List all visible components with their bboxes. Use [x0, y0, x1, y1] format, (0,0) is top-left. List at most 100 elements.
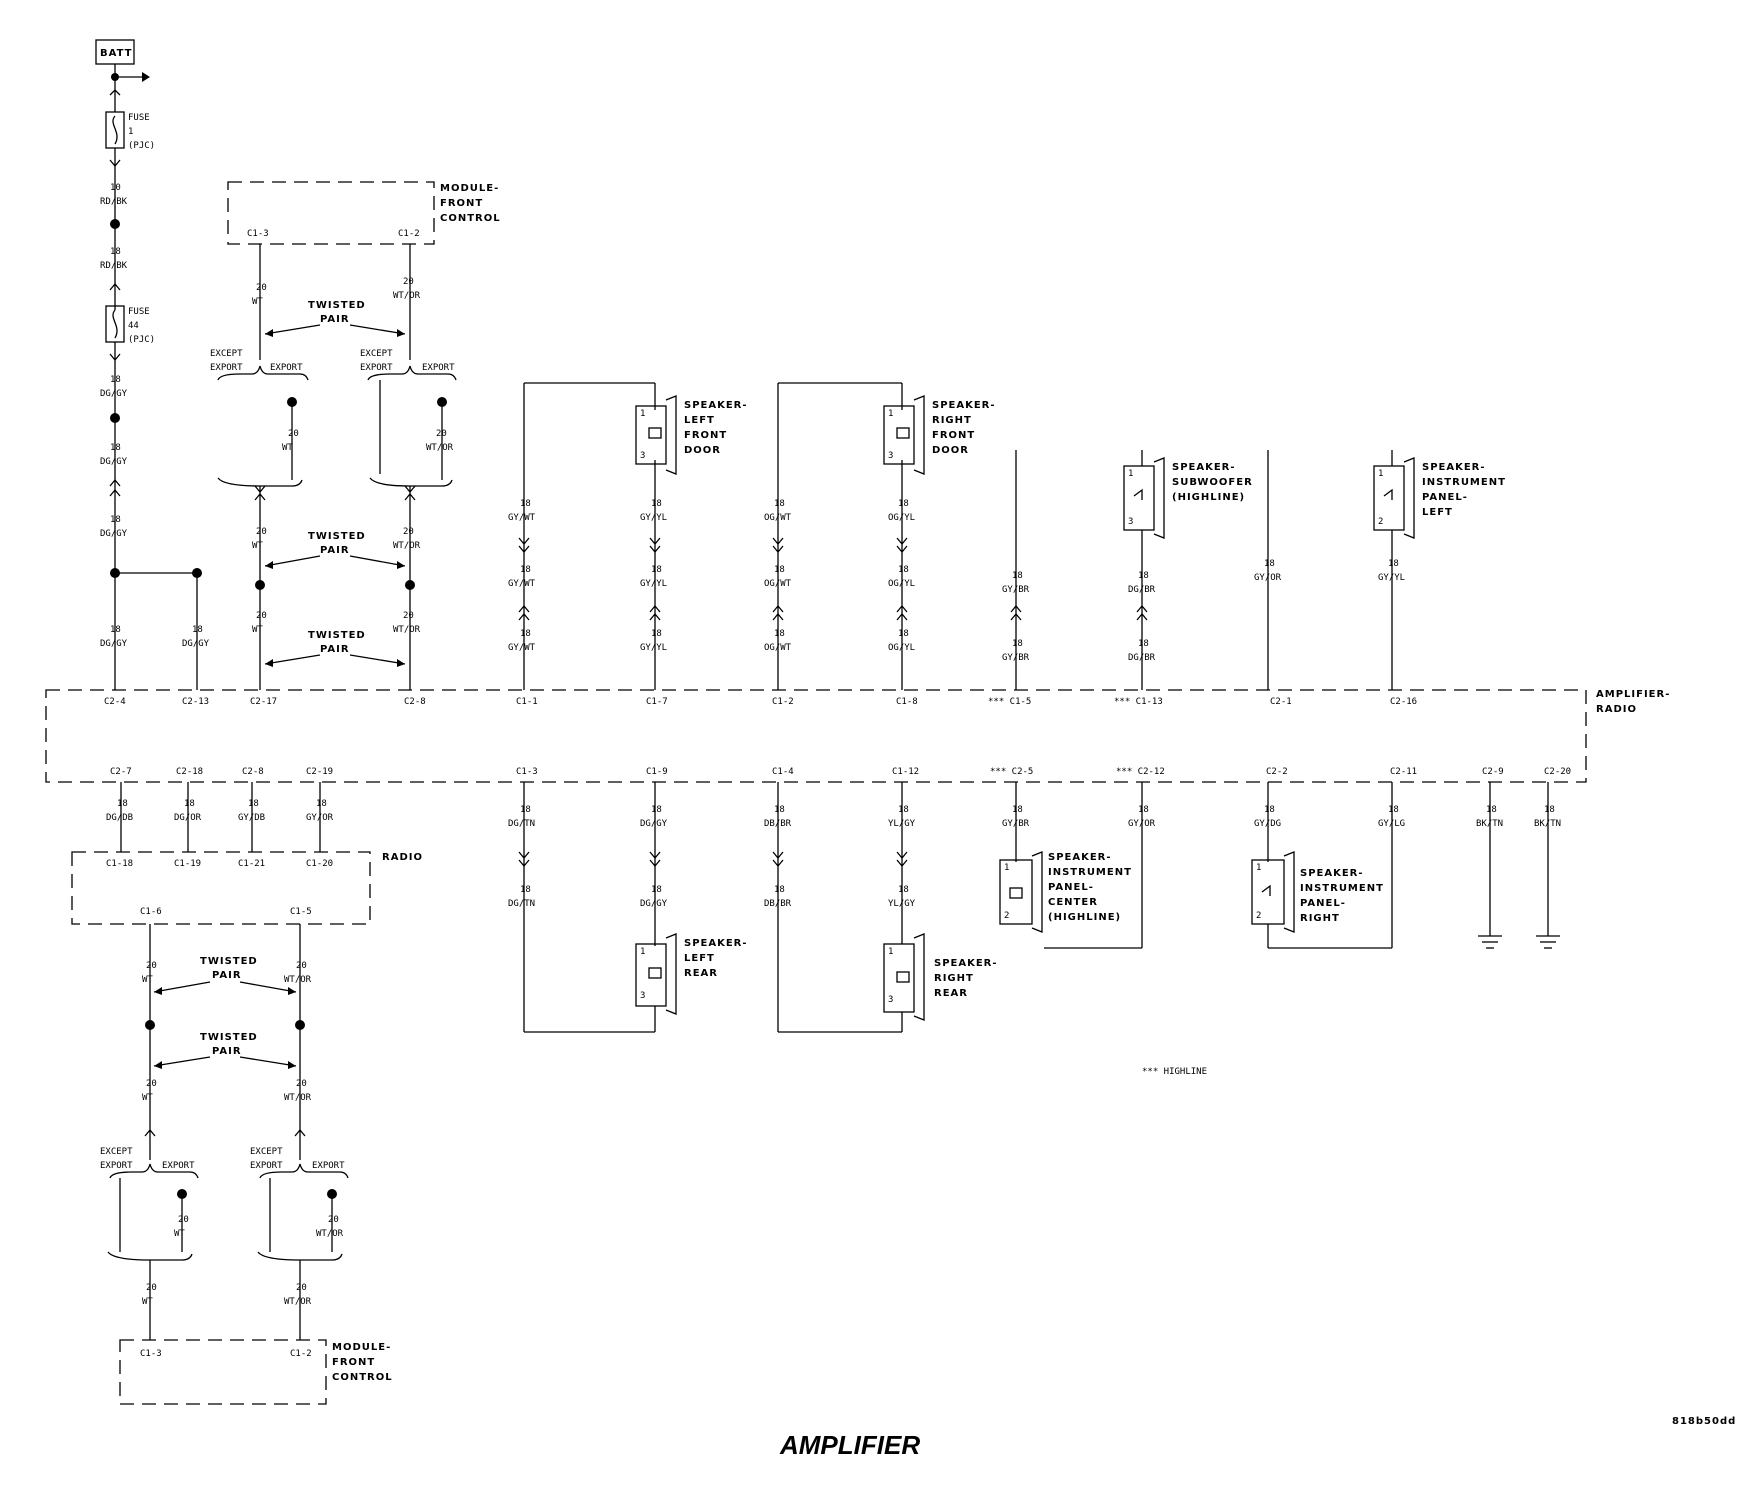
pin-label: 1: [640, 409, 645, 419]
pin-label: C1-18: [106, 859, 133, 869]
brace-icon: [107, 1251, 193, 1261]
connector-icon: [772, 604, 784, 613]
pin-label: C1-19: [174, 859, 201, 869]
wire-color-label: GY/YL: [640, 579, 667, 589]
gauge-label: 20: [296, 961, 307, 971]
pin-label: C2-8: [404, 697, 426, 707]
wire-color-label: GY/WT: [508, 513, 536, 523]
speaker-coil-icon: [1133, 488, 1143, 500]
splice-label: EXPORT: [100, 1161, 133, 1171]
wire-color-label: WT/OR: [393, 291, 421, 301]
highline-note: *** HIGHLINE: [1142, 1067, 1207, 1077]
gauge-label: 20: [288, 429, 299, 439]
pin-label: C2-7: [110, 767, 132, 777]
pin-label: 1: [1378, 469, 1383, 479]
speaker-label: REAR: [934, 988, 968, 999]
connector-icon: [144, 1128, 156, 1137]
speaker-label: FRONT: [932, 430, 975, 441]
fuse-44-location: (PJC): [128, 335, 155, 345]
module-label: CONTROL: [332, 1372, 393, 1383]
connector-icon: [518, 604, 530, 613]
wire-color-label: DG/DB: [106, 813, 133, 823]
twisted-pair-arrow: [239, 981, 297, 993]
splice-label: EXPORT: [270, 363, 303, 373]
module-label: CONTROL: [440, 213, 501, 224]
arrow-right-icon: [142, 72, 150, 82]
speaker-right-rear-icon: [883, 943, 915, 1013]
pin-label: 1: [888, 947, 893, 957]
speaker-label: SPEAKER-: [1300, 868, 1364, 879]
amplifier-radio-module: [45, 689, 1587, 783]
splice-dot: [405, 580, 415, 590]
twisted-pair-label: PAIR: [212, 970, 242, 981]
gauge-label: 20: [146, 961, 157, 971]
wire-color-label: OG/WT: [764, 643, 792, 653]
speaker-label: REAR: [684, 968, 718, 979]
gauge-label: 18: [110, 247, 121, 257]
gauge-label: 18: [774, 885, 785, 895]
gauge-label: 18: [117, 799, 128, 809]
brace-icon: [217, 477, 303, 487]
twisted-pair-arrow: [153, 981, 211, 993]
twisted-pair-arrow: [349, 555, 406, 567]
speaker-label: PANEL-: [1422, 492, 1468, 503]
brace-icon: [217, 365, 309, 381]
wire-color-label: DG/GY: [640, 899, 668, 909]
wire-color-label: OG/WT: [764, 513, 792, 523]
wire-color-label: YL/GY: [888, 899, 916, 909]
wire-color-label: GY/WT: [508, 643, 536, 653]
wire-color-label: DG/BR: [1128, 653, 1156, 663]
wire-color-label: DB/BR: [764, 899, 792, 909]
wire-color-label: WT: [282, 443, 293, 453]
connector-icon: [109, 478, 121, 487]
wire-color-label: GY/BR: [1002, 819, 1030, 829]
gauge-label: 18: [520, 565, 531, 575]
speaker-label: DOOR: [932, 445, 969, 456]
wire-color-label: WT: [252, 625, 263, 635]
speaker-label: SPEAKER-: [934, 958, 998, 969]
pin-label: 2: [1378, 517, 1383, 527]
speaker-label: LEFT: [684, 415, 715, 426]
speaker-label: SPEAKER-: [684, 400, 748, 411]
ground-icon: [1536, 935, 1560, 949]
wire-color-label: DG/GY: [100, 389, 128, 399]
connector-icon: [649, 604, 661, 613]
pin-label: C2-9: [1482, 767, 1504, 777]
gauge-label: 20: [328, 1215, 339, 1225]
pin-label: C2-2: [1266, 767, 1288, 777]
speaker-cone-icon: [665, 933, 677, 1015]
gauge-label: 18: [110, 443, 121, 453]
pin-label: *** C1-13: [1114, 697, 1163, 707]
connector-icon: [404, 485, 416, 494]
module-label: RADIO: [382, 852, 423, 863]
connector-icon: [772, 537, 784, 546]
wire-color-label: GY/LG: [1378, 819, 1405, 829]
module-label: FRONT: [440, 198, 483, 209]
gauge-label: 20: [256, 527, 267, 537]
twisted-pair-arrow: [264, 324, 321, 335]
gauge-label: 18: [192, 625, 203, 635]
gauge-label: 18: [520, 805, 531, 815]
gauge-label: 18: [898, 885, 909, 895]
connector-icon: [109, 159, 121, 168]
module-front-control-bottom: [119, 1339, 327, 1405]
connector-icon: [518, 537, 530, 546]
pin-label: C2-16: [1390, 697, 1417, 707]
pin-label: 3: [888, 995, 893, 1005]
gauge-label: 18: [316, 799, 327, 809]
connector-icon: [896, 545, 908, 554]
speaker-label: PANEL-: [1300, 898, 1346, 909]
pin-label: C1-12: [892, 767, 919, 777]
splice-dot: [437, 397, 447, 407]
connector-icon: [518, 612, 530, 621]
arrow-icon: [265, 329, 273, 337]
gauge-label: 18: [1012, 805, 1023, 815]
wire-color-label: GY/YL: [1378, 573, 1405, 583]
pin-label: C2-17: [250, 697, 277, 707]
wire-color-label: DG/BR: [1128, 585, 1156, 595]
gauge-label: 18: [1138, 571, 1149, 581]
speaker-label: LEFT: [1422, 507, 1453, 518]
wire-color-label: BK/TN: [1534, 819, 1561, 829]
pin-label: 3: [1128, 517, 1133, 527]
twisted-pair-label: TWISTED: [200, 956, 258, 967]
